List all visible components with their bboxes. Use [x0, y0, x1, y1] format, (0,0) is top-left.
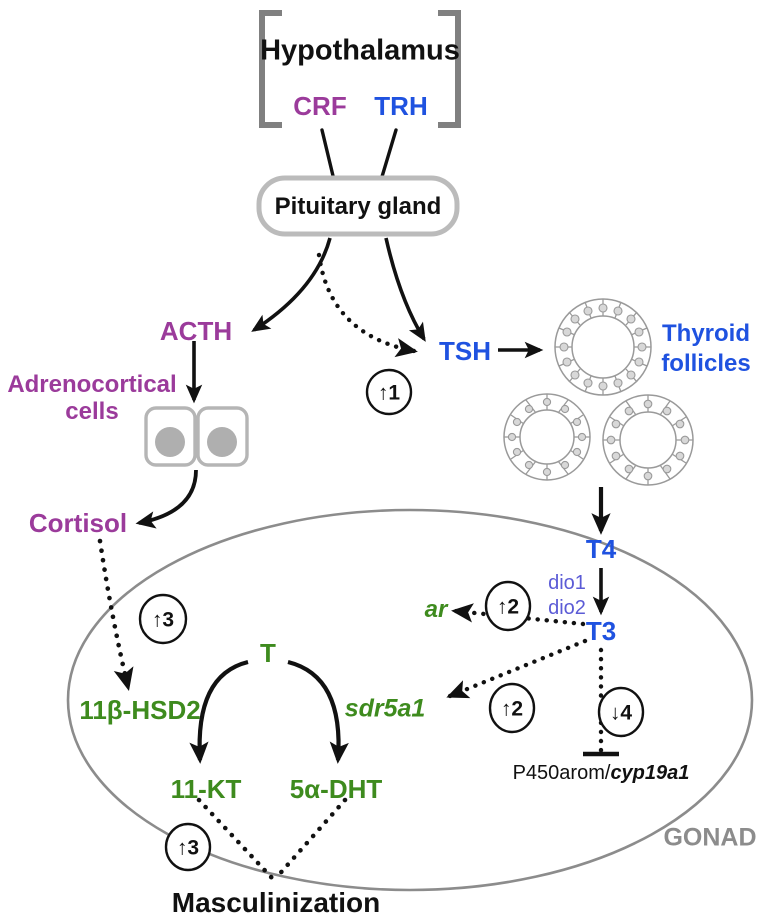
cortisol-to-hsd2-dotted-arrow — [97, 538, 134, 692]
hsd2-label: 11β-HSD2 — [79, 695, 201, 725]
adrenocortical-cell-group — [144, 406, 249, 467]
gonad-boundary — [66, 508, 754, 892]
marker-2-content: ↑3 — [152, 610, 174, 631]
thyroid-follicles-label-line1: Thyroid — [662, 320, 750, 347]
marker-circle-4 — [488, 682, 536, 734]
trh-label: TRH — [374, 91, 428, 121]
dio2-label: dio2 — [548, 597, 586, 619]
androgens-to-masculinization-dotted — [196, 797, 348, 881]
cyp19a1-italic-part: cyp19a1 — [610, 762, 690, 784]
t3-to-sdr5a1-dotted-arrow — [446, 638, 588, 699]
thyroid-follicle-bottom-left — [503, 393, 591, 481]
marker-circle-6 — [164, 822, 212, 872]
marker-1-number: 1 — [388, 381, 401, 405]
marker-5-number: 4 — [620, 701, 633, 725]
t-to-dht-arrow — [287, 659, 349, 764]
marker-circle-1 — [365, 368, 413, 416]
thyroid-follicle-top — [554, 298, 652, 396]
marker-2-number: 3 — [162, 608, 175, 632]
thyroid-follicle-cluster — [503, 298, 694, 486]
marker-3-arrow-icon: ↑ — [496, 595, 508, 619]
marker-1-content: ↑1 — [378, 383, 400, 404]
marker-2-arrow-icon: ↑ — [151, 608, 163, 632]
hypothalamus-bracket — [259, 10, 461, 128]
pituitary-gland-box — [256, 175, 460, 237]
t3-label: T3 — [585, 616, 617, 646]
ar-label: ar — [424, 596, 448, 623]
marker-6-content: ↑3 — [177, 838, 199, 859]
hypothalamus-label: Hypothalamus — [260, 34, 460, 67]
t3-inhibits-p450arom — [583, 647, 619, 757]
pituitary-gland-label: Pituitary gland — [274, 193, 442, 220]
adrenocortical-cells-label-line2: cells — [65, 398, 119, 425]
marker-circle-3 — [484, 580, 532, 632]
crf-label: CRF — [293, 91, 347, 121]
marker-3-content: ↑2 — [497, 597, 519, 618]
p450arom-plain-part: P450arom/ — [512, 762, 611, 784]
tsh-label: TSH — [439, 336, 491, 366]
pituitary-to-tsh-arrow — [384, 237, 426, 342]
cells-to-cortisol-arrow — [135, 469, 198, 529]
marker-4-number: 2 — [511, 697, 524, 721]
p450arom-label: P450arom/cyp19a1 — [513, 763, 690, 783]
adrenocortical-cells-label-line1: Adrenocortical — [7, 371, 177, 398]
marker-1-arrow-icon: ↑ — [377, 381, 389, 405]
marker-circle-5 — [597, 686, 645, 738]
acth-label: ACTH — [159, 316, 233, 346]
marker-3-number: 2 — [507, 595, 520, 619]
cortisol-label: Cortisol — [28, 508, 128, 538]
dht-label: 5α-DHT — [289, 774, 383, 804]
marker-4-arrow-icon: ↑ — [500, 697, 512, 721]
t-to-11kt-arrow — [189, 659, 249, 764]
sdr5a1-label: sdr5a1 — [344, 694, 426, 723]
marker-6-arrow-icon: ↑ — [176, 836, 188, 860]
masculinization-label: Masculinization — [171, 887, 381, 918]
pituitary-to-tsh-dotted-arrow — [316, 252, 418, 358]
marker-5-content: ↓4 — [610, 703, 632, 724]
thyroid-follicles-label-line2: follicles — [661, 350, 751, 377]
pituitary-to-acth-arrow — [251, 237, 332, 332]
testosterone-label: T — [260, 638, 276, 668]
marker-6-number: 3 — [187, 836, 200, 860]
marker-circle-2 — [138, 593, 188, 645]
marker-circles — [138, 368, 645, 872]
t4-label: T4 — [585, 534, 617, 564]
gonad-label: GONAD — [663, 823, 757, 852]
marker-4-content: ↑2 — [501, 699, 523, 720]
thyroid-follicle-bottom-right — [602, 394, 694, 486]
11kt-label: 11-KT — [170, 774, 242, 804]
hypothalamus-to-pituitary-lines — [320, 128, 398, 182]
marker-5-arrow-icon: ↓ — [609, 701, 621, 725]
dio1-label: dio1 — [548, 572, 586, 594]
